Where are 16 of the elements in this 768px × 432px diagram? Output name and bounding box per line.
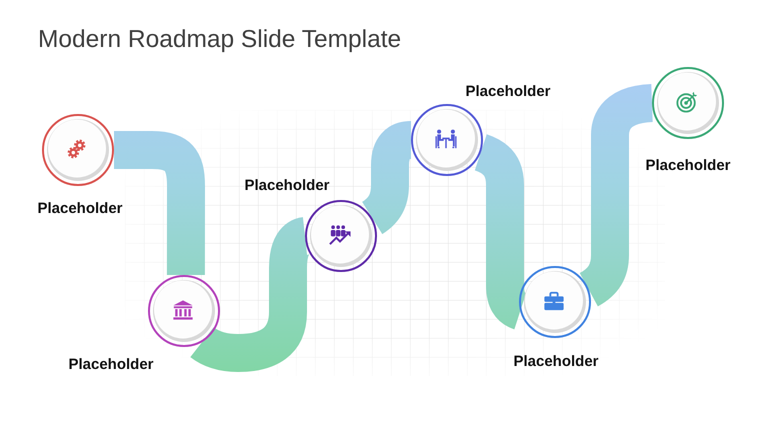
road-segment: [579, 84, 654, 306]
milestone-label: Placeholder: [244, 177, 330, 195]
milestone-label: Placeholder: [513, 353, 599, 371]
milestone-label: Placeholder: [645, 157, 731, 175]
milestone-circle: [652, 67, 724, 139]
milestone-label: Placeholder: [465, 83, 551, 101]
road-segment: [362, 121, 412, 234]
slide-title: Modern Roadmap Slide Template: [38, 25, 402, 55]
milestone-circle: [305, 200, 377, 272]
milestone-circle: [42, 114, 114, 186]
milestone-circle: [148, 275, 220, 347]
milestone-circle: [519, 266, 591, 338]
milestone-circle: [411, 104, 483, 176]
milestone-label: Placeholder: [68, 356, 154, 374]
road-segment: [474, 134, 527, 330]
milestone-label: Placeholder: [37, 200, 123, 218]
